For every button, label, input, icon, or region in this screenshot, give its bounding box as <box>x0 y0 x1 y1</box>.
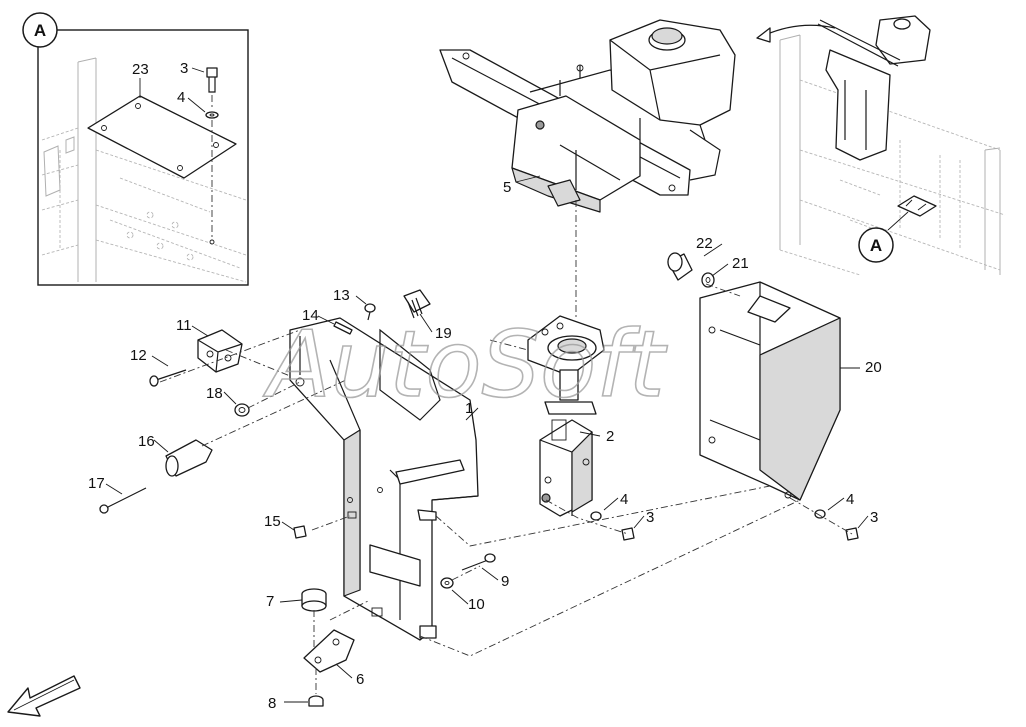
grommet-22 <box>667 252 693 281</box>
pump-bracket <box>527 315 605 517</box>
label-22: 22 <box>696 235 713 252</box>
watermark: AutoSoft <box>263 311 668 418</box>
label-19: 19 <box>435 325 452 342</box>
fluid-tank <box>609 19 736 126</box>
cover-plate <box>87 95 237 179</box>
label-21: 21 <box>732 255 749 272</box>
label-7: 7 <box>266 593 274 610</box>
detail-callout-letter: A <box>34 21 46 40</box>
label-20: 20 <box>865 359 882 376</box>
clamp-block-11 <box>197 329 243 373</box>
detail-callout-a: A <box>22 12 58 48</box>
screw-17 <box>99 487 147 514</box>
label-18: 18 <box>206 385 223 402</box>
label-15: 15 <box>264 513 281 530</box>
label-17: 17 <box>88 475 105 492</box>
label-4-detail: 4 <box>177 89 185 106</box>
label-5: 5 <box>503 179 511 196</box>
fasteners-cover <box>814 509 859 541</box>
knob-16 <box>165 439 213 477</box>
label-6: 6 <box>356 671 364 688</box>
label-11: 11 <box>176 317 192 334</box>
label-23: 23 <box>132 61 149 78</box>
label-9: 9 <box>501 573 509 590</box>
part-number-labels: 23 3 4 5 22 21 20 1 2 4 3 4 3 13 14 19 1… <box>88 60 882 712</box>
rotate-arrow <box>764 24 836 36</box>
label-4-cover: 4 <box>846 491 854 508</box>
bolt-13 <box>364 303 376 321</box>
assembly-lines <box>159 200 853 694</box>
label-3-cover: 3 <box>870 509 878 526</box>
label-3-pump: 3 <box>646 509 654 526</box>
label-4-pump: 4 <box>620 491 628 508</box>
mounting-plate-6 <box>303 629 355 673</box>
overview-bracket <box>825 49 891 161</box>
screw-12 <box>149 369 187 387</box>
rubber-mount-7 <box>301 588 327 612</box>
view-callout-a: A <box>858 227 894 263</box>
spring-pin-19 <box>403 289 431 319</box>
washer-10 <box>440 577 454 589</box>
label-10: 10 <box>468 596 485 613</box>
tank-assembly <box>439 19 736 213</box>
pin-14 <box>333 321 353 335</box>
nut-8 <box>308 695 324 707</box>
label-14: 14 <box>302 307 319 324</box>
nut-15 <box>293 525 307 539</box>
fasteners-pump <box>590 511 635 541</box>
side-cover <box>699 281 841 501</box>
label-13: 13 <box>333 287 350 304</box>
label-16: 16 <box>138 433 155 450</box>
label-3-detail: 3 <box>180 60 188 77</box>
screw-detail <box>205 67 219 245</box>
overview-assembly <box>756 15 1006 276</box>
view-callout-letter: A <box>870 236 882 255</box>
direction-arrow-icon <box>7 675 81 717</box>
screw-9 <box>461 553 496 571</box>
leader-lines <box>105 175 869 703</box>
washer-21 <box>701 272 715 288</box>
label-8: 8 <box>268 695 276 712</box>
detail-background-frame <box>41 57 247 283</box>
main-bracket <box>289 317 479 641</box>
detail-view-a <box>37 29 249 286</box>
label-2: 2 <box>606 428 614 445</box>
label-12: 12 <box>130 347 147 364</box>
label-1: 1 <box>465 400 473 417</box>
nut-18 <box>234 403 250 417</box>
